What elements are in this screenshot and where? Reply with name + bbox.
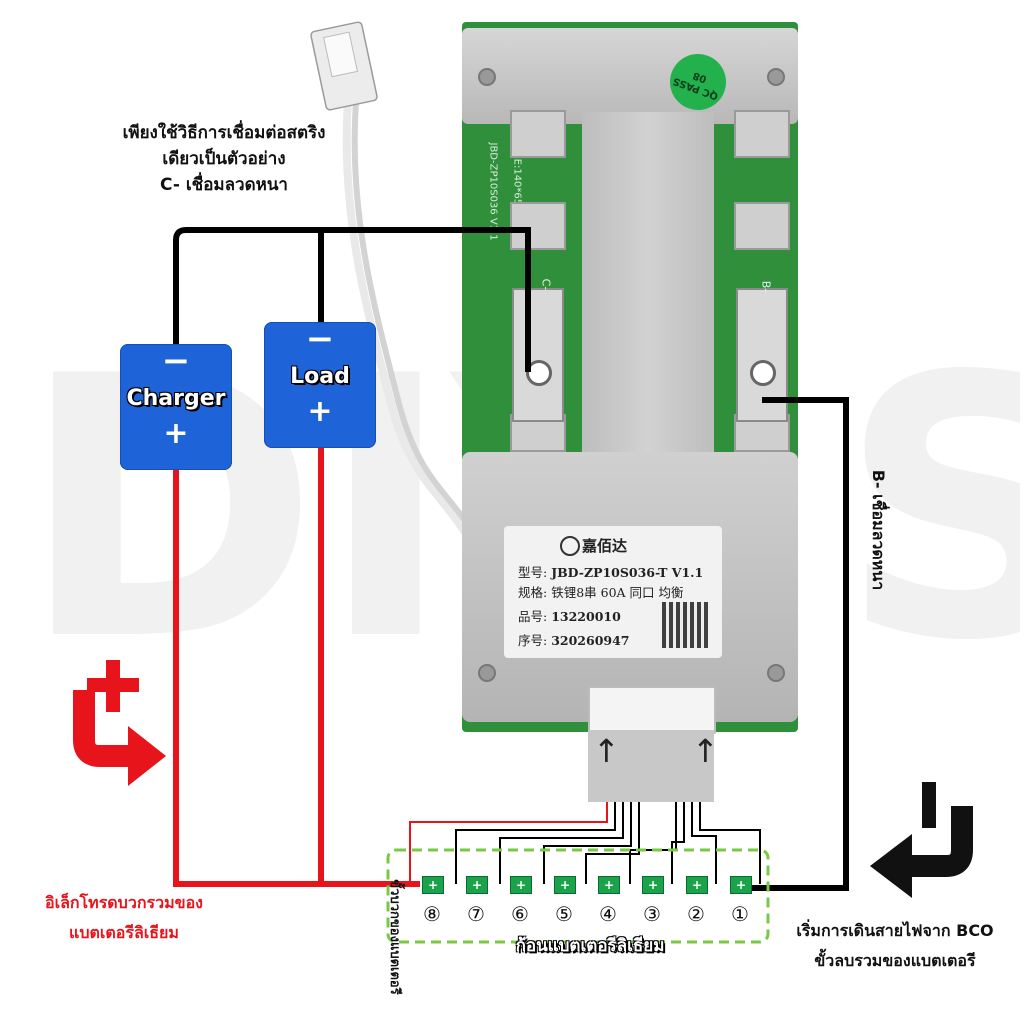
charger-block: − Charger + — [120, 344, 232, 470]
cell-3: + — [642, 876, 664, 894]
arrow-up-icon: ↑ — [593, 732, 620, 770]
load-block: − Load + — [264, 322, 376, 448]
mosfet-pad — [734, 202, 790, 250]
load-label: Load — [290, 364, 350, 389]
model-row: 型号: JBD-ZP10S036-T V1.1 — [518, 565, 704, 580]
charger-label: Charger — [126, 386, 226, 411]
cell-6: + — [510, 876, 532, 894]
balance-ribbon — [588, 730, 714, 802]
temperature-sensor-cable — [310, 21, 481, 543]
cell-7: + — [466, 876, 488, 894]
brand-logo-icon — [560, 536, 580, 556]
cell-4: + — [598, 876, 620, 894]
heatsink-spine — [582, 112, 714, 472]
screw-icon — [478, 68, 496, 86]
product-label: 嘉佰达 型号: JBD-ZP10S036-T V1.1 规格: 铁锂8串 60A… — [504, 526, 722, 658]
bms-board: QC PASS 08 JBD-ZP10S036 V1.1 SIZE:140*65… — [462, 22, 798, 734]
cell-number: ③ — [643, 902, 661, 926]
pack-positive-label: ขั้วบวกของแบตเตอรี — [387, 879, 402, 995]
cell-number: ⑥ — [511, 902, 529, 926]
spec-row: 规格: 铁锂8串 60A 同口 均衡 — [518, 585, 684, 600]
battery-pack-label: ก้อนแบตเตอรีลิเธียม — [515, 936, 665, 956]
mosfet-pad — [734, 110, 790, 158]
cell-number: ⑦ — [467, 902, 485, 926]
note-total-positive: อิเล็กโทรดบวกรวมของ แบตเตอรีลิเธียม — [44, 893, 203, 942]
note-single-string: เพียงใช้วิธีการเชื่อมต่อสตริง เดียวเป็นต… — [122, 123, 326, 195]
cell-number: ① — [731, 902, 749, 926]
cell-row: + + + + + + + + ⑧ ⑦ ⑥ ⑤ ④ ③ ② ① — [420, 876, 760, 936]
cell-5: + — [554, 876, 576, 894]
screw-icon — [767, 68, 785, 86]
battery-pack-outline — [386, 848, 770, 944]
cell-number: ② — [687, 902, 705, 926]
black-arrow-icon — [870, 782, 973, 898]
mosfet-pad — [510, 110, 566, 158]
note-b-minus: B- เชื่อมลวดหนา — [869, 469, 888, 591]
cell-number: ⑧ — [423, 902, 441, 926]
cell-number: ⑤ — [555, 902, 573, 926]
note-start-wiring: เริ่มการเดินสายไฟจาก BCO ขั้วลบรวมของแบต… — [796, 921, 994, 970]
cell-8: + — [422, 876, 444, 894]
screw-icon — [478, 664, 496, 682]
heatsink-top — [462, 28, 798, 124]
cell-2: + — [686, 876, 708, 894]
charger-plus-sign: + — [163, 416, 189, 451]
cell-1: + — [730, 876, 752, 894]
screw-icon — [767, 664, 785, 682]
mosfet-pad — [510, 202, 566, 250]
red-arrow-icon — [73, 660, 166, 786]
brand-name: 嘉佰达 — [582, 537, 628, 555]
serial-row: 序号: 320260947 — [518, 633, 630, 648]
load-minus-sign: − — [305, 319, 335, 359]
part-row: 品号: 13220010 — [518, 609, 621, 624]
charger-minus-sign: − — [161, 341, 191, 381]
arrow-up-icon: ↑ — [692, 732, 719, 770]
qr-code-icon — [662, 602, 708, 648]
cell-number: ④ — [599, 902, 617, 926]
load-plus-sign: + — [307, 394, 333, 429]
c-minus-terminal — [512, 288, 564, 422]
